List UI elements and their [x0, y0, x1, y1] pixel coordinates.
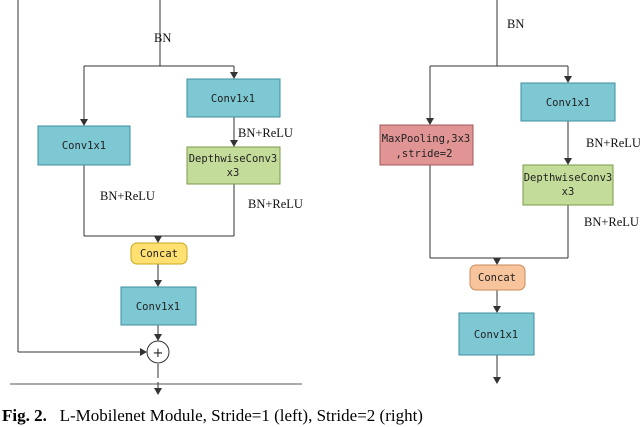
right-conv-a-box — [520, 82, 616, 122]
left-conv-a-label: Conv1x1 — [62, 140, 106, 152]
left-conv-b-label: Conv1x1 — [211, 93, 255, 105]
caption-text: L-Mobilenet Module, Stride=1 (left), Str… — [59, 406, 423, 425]
module-diagram: BN Conv1x1 Conv1x1 BN+ReLU DepthwiseConv… — [10, 0, 640, 395]
right-conv-out-box — [458, 312, 535, 356]
left-concat-box — [130, 242, 188, 265]
right-conv-a-label: Conv1x1 — [546, 97, 590, 109]
right-concat-box — [469, 264, 526, 291]
left-bn-relu-2: BN+ReLU — [100, 189, 155, 203]
left-bn-relu-3: BN+ReLU — [248, 197, 303, 211]
right-concat-label: Concat — [478, 272, 516, 284]
left-bn-relu-1: BN+ReLU — [238, 126, 293, 140]
left-add-node — [146, 340, 170, 364]
figure-caption: Fig. 2. L-Mobilenet Module, Stride=1 (le… — [2, 406, 638, 426]
right-maxpool-label-2: ,stride=2 — [396, 148, 453, 160]
right-bn-relu-2: BN+ReLU — [584, 215, 639, 229]
left-dw-label-1: DepthwiseConv3 — [189, 153, 278, 165]
right-dw-box — [522, 164, 614, 206]
left-conv-out-label: Conv1x1 — [136, 301, 180, 313]
right-maxpool-box — [379, 124, 474, 166]
caption-fig-label: Fig. 2. — [2, 406, 47, 425]
right-conv-out-label: Conv1x1 — [474, 329, 518, 341]
left-top-bn-label: BN — [154, 31, 171, 45]
right-bn-relu-1: BN+ReLU — [586, 136, 640, 150]
left-add-symbol: + — [153, 346, 164, 361]
right-maxpool-label-1: MaxPooling,3x3 — [382, 133, 471, 145]
right-top-bn-label: BN — [507, 17, 524, 31]
left-dw-box — [186, 146, 281, 185]
right-dw-label-2: x3 — [562, 186, 575, 198]
left-module — [10, 0, 302, 395]
left-conv-b-box — [186, 78, 281, 118]
left-conv-a-box — [37, 125, 131, 166]
right-module — [426, 0, 572, 384]
left-dw-label-2: x3 — [227, 167, 240, 179]
right-dw-label-1: DepthwiseConv3 — [524, 172, 613, 184]
left-conv-out-box — [120, 286, 197, 326]
left-concat-label: Concat — [140, 248, 178, 260]
